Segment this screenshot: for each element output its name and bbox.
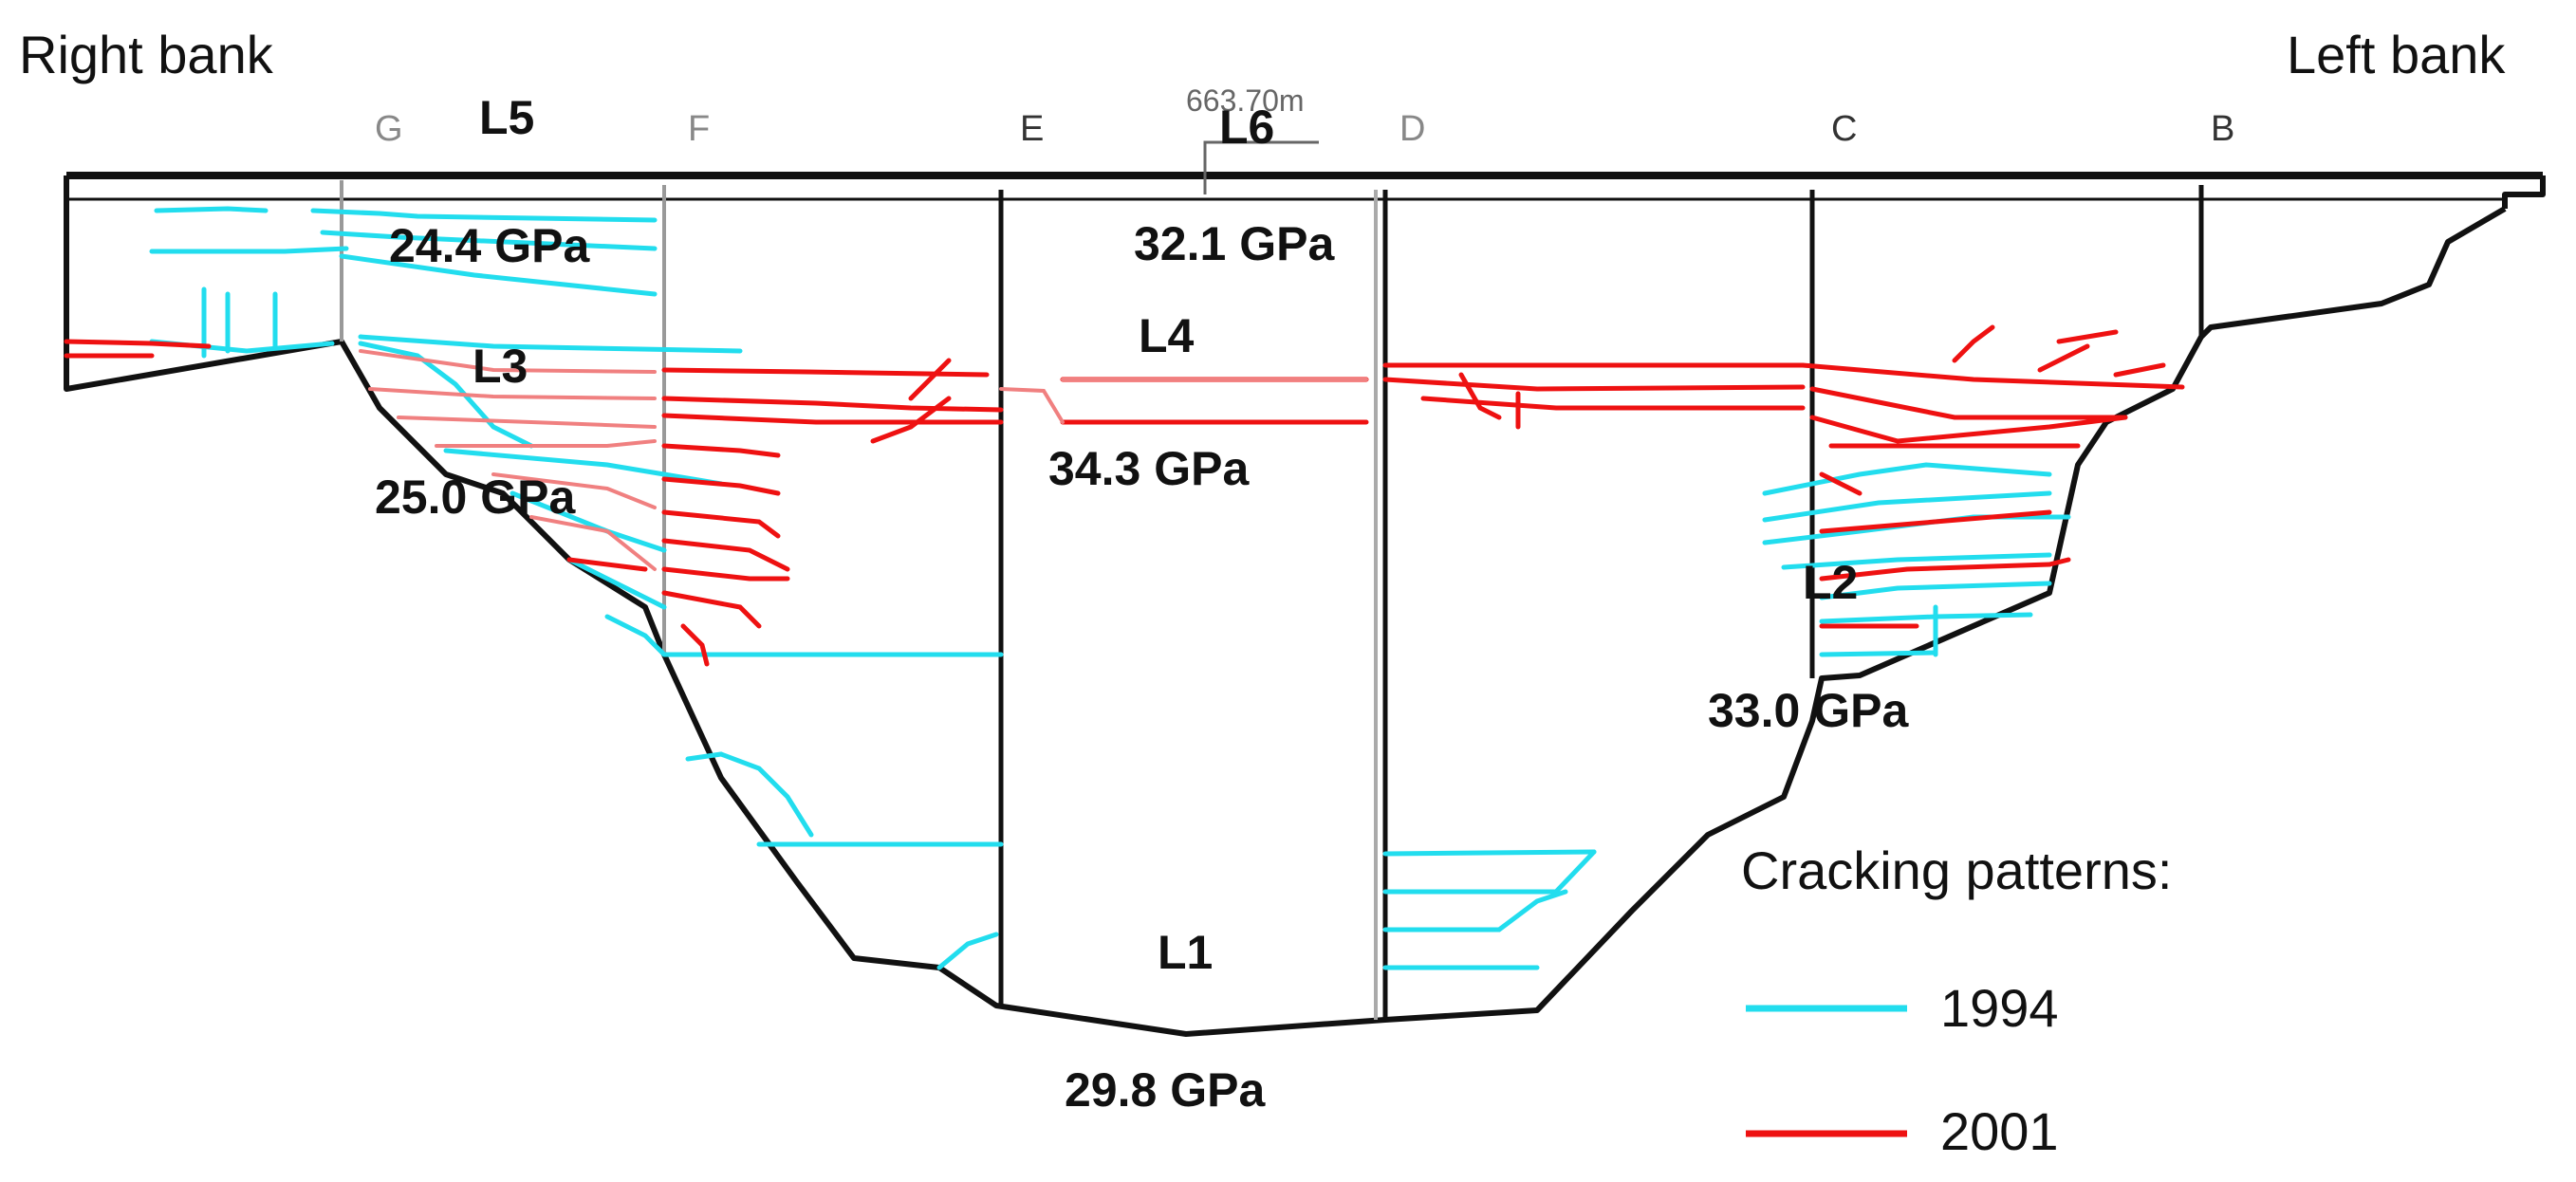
crack-2001 bbox=[661, 443, 781, 458]
crack-2001 bbox=[1458, 372, 1502, 420]
column-label-b: B bbox=[2211, 109, 2235, 149]
crack-2001 bbox=[1952, 324, 1995, 363]
crack-2001 bbox=[999, 387, 1065, 424]
crack-2001 bbox=[661, 538, 790, 572]
crack-2001 bbox=[1382, 377, 1806, 392]
dam-outline bbox=[64, 172, 2546, 1037]
crack-2001 bbox=[397, 416, 657, 429]
column-label-e: E bbox=[1020, 109, 1045, 149]
legend-label-1994: 1994 bbox=[1940, 978, 2059, 1038]
crack-1994 bbox=[604, 614, 667, 657]
modulus-label-l1: 29.8 GPa bbox=[1065, 1063, 1266, 1117]
crack-2001 bbox=[491, 472, 657, 509]
crack-2001 bbox=[661, 509, 781, 539]
crack-2001 bbox=[1800, 362, 2185, 390]
column-label-g: G bbox=[375, 109, 403, 149]
crack-1994 bbox=[339, 253, 658, 297]
dam-base-outline bbox=[64, 199, 2507, 1037]
crack-1994 bbox=[358, 341, 534, 449]
crack-2001 bbox=[435, 439, 657, 448]
crest-left-end bbox=[2502, 175, 2546, 209]
crack-1994 bbox=[149, 246, 349, 254]
zone-label-l5: L5 bbox=[479, 91, 535, 144]
crack-2001 bbox=[1819, 509, 2052, 534]
crack-1994 bbox=[685, 751, 814, 838]
crack-2001 bbox=[368, 387, 657, 400]
crack-2001 bbox=[661, 413, 1004, 425]
crack-2001 bbox=[661, 566, 790, 582]
elevation-label: 663.70m bbox=[1186, 83, 1305, 118]
crack-1994 bbox=[1819, 581, 2052, 600]
legend-title: Cracking patterns: bbox=[1741, 840, 2173, 900]
modulus-label-l3: 25.0 GPa bbox=[375, 471, 576, 524]
modulus-label-l6: 32.1 GPa bbox=[1134, 217, 1335, 270]
crack-1994 bbox=[1762, 462, 2052, 496]
zone-label-l6: L6 bbox=[1219, 101, 1275, 154]
crack-2001 bbox=[870, 396, 952, 444]
crack-1994 bbox=[1382, 889, 1568, 933]
elevation-marker bbox=[1203, 140, 1319, 194]
column-label-c: C bbox=[1831, 109, 1858, 149]
crack-2001 bbox=[908, 358, 952, 401]
crack-1994 bbox=[320, 230, 658, 251]
crack-1994 bbox=[1382, 849, 1597, 857]
crack-1994 bbox=[1819, 612, 2033, 624]
crack-2001 bbox=[661, 590, 762, 629]
cracks-2001-light bbox=[359, 349, 1368, 571]
zone-label-l4: L4 bbox=[1139, 309, 1195, 362]
modulus-label-l5: 24.4 GPa bbox=[389, 219, 590, 272]
column-label-f: F bbox=[688, 109, 711, 149]
right-bank-label: Right bank bbox=[19, 25, 273, 84]
crack-1994 bbox=[566, 557, 667, 610]
zone-label-l2: L2 bbox=[1803, 556, 1859, 609]
cracks-2001 bbox=[64, 324, 2185, 667]
crack-1994 bbox=[1762, 490, 2052, 523]
crack-2001 bbox=[2037, 343, 2090, 373]
crack-2001 bbox=[359, 349, 657, 374]
crack-2001 bbox=[1420, 396, 1806, 411]
crack-2001 bbox=[2047, 557, 2071, 567]
crack-2001 bbox=[661, 476, 781, 496]
left-bank-label: Left bank bbox=[2287, 25, 2506, 84]
crack-2001 bbox=[64, 339, 212, 349]
crack-2001 bbox=[1809, 415, 2128, 444]
legend-label-2001: 2001 bbox=[1940, 1101, 2059, 1161]
crack-2001 bbox=[680, 623, 710, 667]
crack-1994 bbox=[443, 448, 724, 487]
zone-label-l3: L3 bbox=[473, 340, 528, 393]
crack-2001 bbox=[1819, 471, 1863, 496]
crack-2001 bbox=[661, 367, 990, 378]
zone-label-l1: L1 bbox=[1158, 926, 1214, 979]
crack-2001 bbox=[2113, 362, 2166, 378]
crack-1994 bbox=[936, 932, 999, 970]
column-label-d: D bbox=[1399, 109, 1426, 149]
crack-2001 bbox=[1809, 386, 2128, 420]
crack-1994 bbox=[1382, 849, 1597, 895]
modulus-label-l2: 33.0 GPa bbox=[1708, 684, 1909, 737]
crack-2001 bbox=[529, 515, 657, 571]
crack-1994 bbox=[1819, 650, 1938, 657]
crack-2001 bbox=[2056, 329, 2119, 344]
crack-1994 bbox=[1781, 552, 2052, 570]
crack-2001 bbox=[566, 557, 648, 572]
modulus-label-l4: 34.3 GPa bbox=[1048, 442, 1250, 495]
crack-1994 bbox=[154, 206, 269, 213]
joint-lines bbox=[340, 180, 2204, 1020]
crack-1994 bbox=[358, 334, 743, 354]
crack-1994 bbox=[310, 208, 658, 223]
crack-2001 bbox=[661, 396, 1004, 413]
crack-2001 bbox=[1819, 562, 2052, 582]
